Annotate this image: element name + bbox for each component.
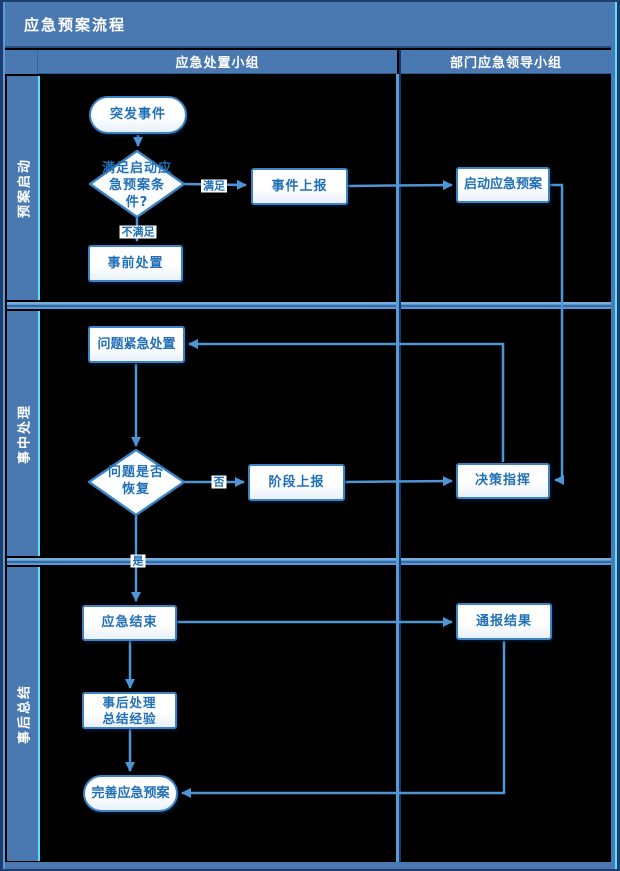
edge-label-not-satisfied: 不满足: [119, 225, 157, 239]
frame-right-border: [611, 2, 615, 869]
node-activate-plan: 启动应急预案: [456, 167, 550, 203]
node-pre-handling: 事前处置: [88, 245, 183, 282]
node-check-recovered-text: 问题是否 恢复: [107, 465, 164, 497]
edge-report-event-to-activate-plan: [347, 180, 453, 191]
lane-divider-2: [7, 558, 612, 565]
column-header-leadership-team: 部门应急领导小组: [401, 50, 611, 74]
frame-top-border: [0, 0, 620, 2]
column-divider-dark-line: [399, 50, 401, 862]
header-corner-cell: [5, 50, 38, 74]
node-decision-command: 决策指挥: [456, 463, 550, 499]
decision-diamond-check-conditions: [88, 149, 186, 219]
edge-label-satisfied: 满足: [201, 179, 227, 193]
frame-left-accent-line: [3, 2, 5, 869]
frame-left-border: [0, 0, 3, 871]
frame-right-cyan-line: [615, 2, 617, 869]
node-emergency-end: 应急结束: [82, 605, 177, 641]
edge-label-no: 否: [211, 475, 227, 489]
decision-diamond-check-recovered: [87, 448, 186, 517]
column-divider-light-line: [396, 74, 399, 862]
edge-stage-report-to-decision-command: [344, 476, 453, 487]
lane-strip-in-process-handling: 事中处理: [7, 311, 40, 556]
node-urgent-handling: 问题紧急处置: [88, 326, 185, 363]
node-post-handling: 事后处理 总结经验: [82, 692, 177, 729]
edge-notify-results-to-end: [181, 641, 506, 798]
column-header-response-team: 应急处置小组: [38, 50, 397, 74]
node-notify-results: 通报结果: [456, 603, 552, 640]
lane-strip-plan-activation: 预案启动: [7, 76, 40, 300]
node-check-conditions-text: 满足启动应 急预案条 件?: [101, 161, 172, 210]
node-start: 突发事件: [89, 96, 187, 134]
frame-bottom-border: [0, 869, 620, 871]
node-report-event: 事件上报: [251, 168, 348, 205]
frame-right-navy-line: [617, 0, 620, 871]
edge-decision-command-to-urgent-handling: [188, 339, 505, 462]
frame-bottom-band: [5, 862, 615, 869]
node-stage-report: 阶段上报: [248, 464, 345, 501]
edge-label-yes: 是: [130, 554, 146, 568]
lane-divider-1: [7, 302, 612, 309]
lane-strip-post-event-summary: 事后总结: [7, 567, 40, 861]
page-title: 应急预案流程: [5, 2, 611, 48]
edge-activate-plan-to-decision-command: [550, 183, 564, 485]
node-end: 完善应急预案: [83, 775, 178, 812]
